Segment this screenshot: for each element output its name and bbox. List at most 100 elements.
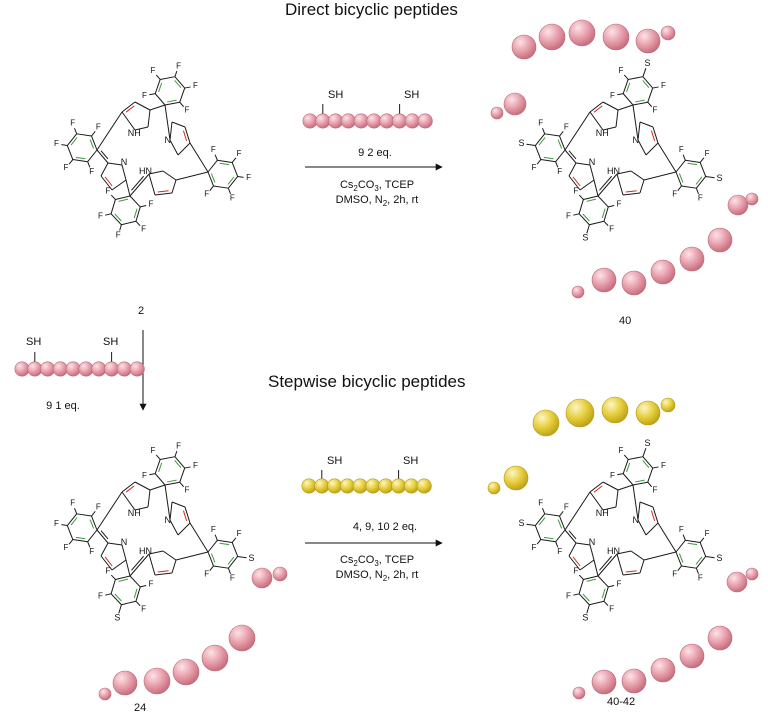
fluorine-atom: F: [573, 567, 578, 576]
bond: [573, 213, 580, 216]
double-bond: [582, 593, 590, 602]
bond: [207, 171, 214, 187]
bond: [110, 579, 116, 594]
peptide-bead-pink: [490, 106, 504, 120]
bond: [568, 555, 581, 571]
sulfur-atom: S: [645, 58, 651, 68]
fluorine-atom: F: [98, 211, 103, 220]
bond: [622, 79, 629, 94]
peptide-bead-pink: [201, 644, 229, 672]
bond: [593, 559, 599, 577]
peptide-bead-pink: [104, 361, 120, 377]
bond: [87, 149, 98, 163]
peptide-bead-pink: [679, 643, 705, 669]
bond: [682, 534, 686, 541]
bond: [227, 556, 239, 569]
bond: [189, 142, 209, 173]
bond: [597, 553, 618, 577]
fluorine-atom: F: [184, 486, 189, 495]
double-bond: [599, 555, 612, 571]
bond: [564, 529, 577, 544]
bond: [597, 173, 618, 197]
double-bond: [227, 556, 235, 565]
fluorine-atom: F: [679, 145, 684, 154]
bond: [129, 575, 141, 588]
bond: [154, 93, 166, 106]
peptide-bead-yellow: [352, 478, 368, 494]
peptide-bead-pink: [315, 113, 331, 129]
double-bond: [625, 190, 637, 193]
fluorine-atom: F: [652, 486, 657, 495]
bond: [231, 157, 237, 163]
nitrogen-atom: NH: [128, 128, 141, 138]
bond: [608, 205, 615, 208]
sulfur-atom: S: [582, 233, 588, 243]
nitrogen-atom: HN: [607, 166, 620, 176]
double-bond: [210, 553, 216, 563]
peptide-bead-yellow: [391, 478, 407, 494]
bond: [623, 74, 629, 80]
fluorine-atom: F: [204, 570, 209, 579]
fluorine-atom: F: [142, 471, 147, 480]
peptide-bead-yellow: [327, 478, 343, 494]
bond: [647, 467, 654, 483]
bond: [164, 104, 171, 141]
nitrogen-atom: N: [121, 157, 128, 167]
bond: [135, 586, 141, 602]
bond: [179, 101, 185, 108]
fluorine-atom: F: [538, 499, 543, 508]
double-bond: [695, 176, 703, 185]
fluorine-atom: F: [96, 503, 101, 512]
bond: [542, 508, 546, 514]
fluorine-atom: F: [705, 529, 710, 538]
direct-peptide-equiv: 9 2 eq.: [358, 147, 392, 159]
bond: [675, 171, 682, 187]
double-bond: [687, 542, 698, 546]
bond: [184, 126, 191, 144]
bond: [207, 159, 218, 173]
double-bond: [538, 137, 546, 146]
double-bond: [599, 175, 612, 191]
bond: [214, 534, 218, 541]
bond: [682, 154, 686, 161]
fluorine-atom: F: [204, 190, 209, 199]
bond: [140, 205, 147, 208]
bond: [622, 192, 641, 196]
double-bond: [125, 485, 135, 493]
fluorine-atom: F: [64, 543, 69, 552]
double-bond: [174, 80, 182, 89]
peptide-bead-pink: [503, 92, 527, 116]
bond: [639, 559, 645, 574]
bond: [632, 104, 639, 141]
bond: [237, 555, 247, 559]
bond: [179, 481, 185, 488]
bond: [209, 565, 214, 571]
bond: [115, 195, 131, 200]
fluorine-atom: F: [564, 123, 569, 132]
bond: [107, 542, 123, 546]
sulfur-atom: S: [114, 613, 120, 623]
peptide-bead-yellow: [378, 478, 394, 494]
bond: [213, 185, 229, 189]
bond: [622, 459, 629, 474]
bond: [578, 574, 584, 580]
bond: [147, 109, 151, 128]
bond: [647, 101, 653, 108]
nitrogen-atom: NH: [596, 128, 609, 138]
fluorine-atom: F: [698, 574, 703, 583]
bond: [107, 162, 123, 166]
bond: [564, 149, 577, 164]
bond: [536, 159, 542, 165]
fluorine-atom: F: [557, 547, 562, 556]
bond: [699, 537, 705, 543]
bond: [630, 550, 645, 561]
peptide-bead-pink: [251, 567, 273, 589]
bond: [699, 542, 707, 557]
fluorine-atom: F: [116, 230, 121, 239]
double-bond: [70, 517, 78, 526]
peptide-bead-pink: [568, 19, 596, 47]
fluorine-atom: F: [705, 149, 710, 158]
bond: [615, 489, 619, 508]
bond: [154, 572, 173, 576]
